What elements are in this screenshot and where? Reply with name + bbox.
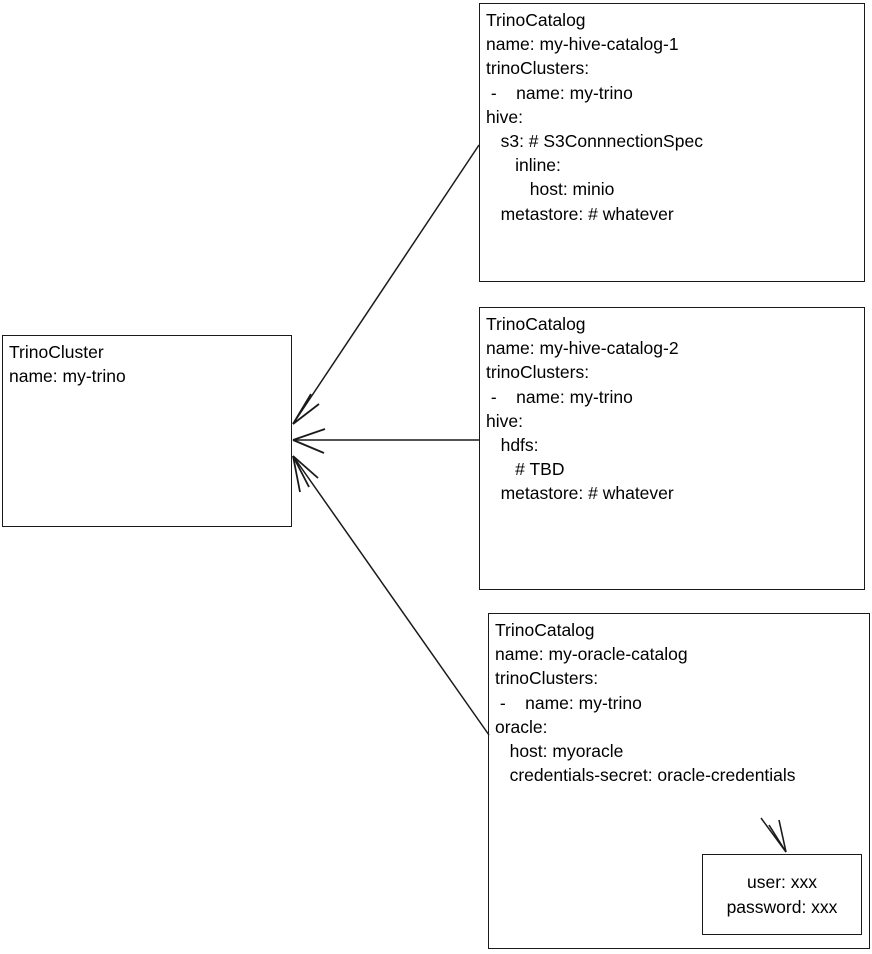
catalog-1-line-5: s3: # S3ConnnectionSpec (486, 131, 703, 152)
trino-catalog-node-my-hive-catalog-2[interactable]: TrinoCatalog name: my-hive-catalog-2 tri… (479, 307, 865, 590)
catalog-1-line-4: hive: (486, 106, 523, 127)
catalog-3-line-5: host: myoracle (495, 741, 624, 762)
secret-line-0: user: xxx (746, 872, 818, 893)
catalog-2-line-3: - name: my-trino (486, 386, 633, 407)
catalog-2-line-0: TrinoCatalog (486, 314, 586, 334)
connector-catalog-1-to-cluster (292, 144, 480, 425)
credentials-secret-node[interactable]: user: xxx password: xxx (702, 854, 862, 935)
catalog-2-line-4: hive: (486, 410, 523, 431)
catalog-3-line-3: - name: my-trino (495, 692, 642, 713)
catalog-1-line-6: inline: (486, 155, 561, 176)
catalog-2-line-6: # TBD (486, 459, 565, 480)
catalog-3-line-2: trinoClusters: (495, 668, 599, 689)
trino-cluster-node[interactable]: TrinoCluster name: my-trino (2, 335, 292, 527)
catalog-1-line-8: metastore: # whatever (486, 203, 674, 224)
trino-catalog-node-my-oracle-catalog[interactable]: TrinoCatalog name: my-oracle-catalog tri… (488, 613, 870, 949)
cluster-line-1: name: my-trino (9, 366, 126, 387)
catalog-3-line-1: name: my-oracle-catalog (495, 644, 688, 665)
secret-line-1: password: xxx (726, 896, 838, 917)
catalog-1-line-7: host: minio (486, 179, 615, 200)
trino-cluster-text: TrinoCluster name: my-trino (9, 340, 289, 388)
catalog-1-line-0: TrinoCatalog (486, 10, 586, 30)
catalog-3-text: TrinoCatalog name: my-oracle-catalog tri… (495, 618, 867, 787)
catalog-1-line-2: trinoClusters: (486, 58, 590, 79)
cluster-line-0: TrinoCluster (9, 342, 104, 362)
connector-catalog-2-to-cluster (292, 428, 479, 454)
catalog-1-text: TrinoCatalog name: my-hive-catalog-1 tri… (486, 8, 862, 226)
catalog-3-line-6: credentials-secret: oracle-credentials (495, 765, 796, 786)
catalog-2-line-7: metastore: # whatever (486, 483, 674, 504)
catalog-2-line-1: name: my-hive-catalog-2 (486, 338, 679, 359)
catalog-2-line-5: hdfs: (486, 435, 539, 456)
catalog-3-line-0: TrinoCatalog (495, 620, 595, 640)
catalog-2-line-2: trinoClusters: (486, 362, 590, 383)
catalog-2-text: TrinoCatalog name: my-hive-catalog-2 tri… (486, 312, 862, 506)
catalog-1-line-1: name: my-hive-catalog-1 (486, 34, 679, 55)
catalog-1-line-3: - name: my-trino (486, 82, 633, 103)
trino-catalog-node-my-hive-catalog-1[interactable]: TrinoCatalog name: my-hive-catalog-1 tri… (479, 3, 865, 282)
connector-catalog-3-to-cluster (292, 455, 490, 736)
catalog-3-line-4: oracle: (495, 716, 548, 737)
